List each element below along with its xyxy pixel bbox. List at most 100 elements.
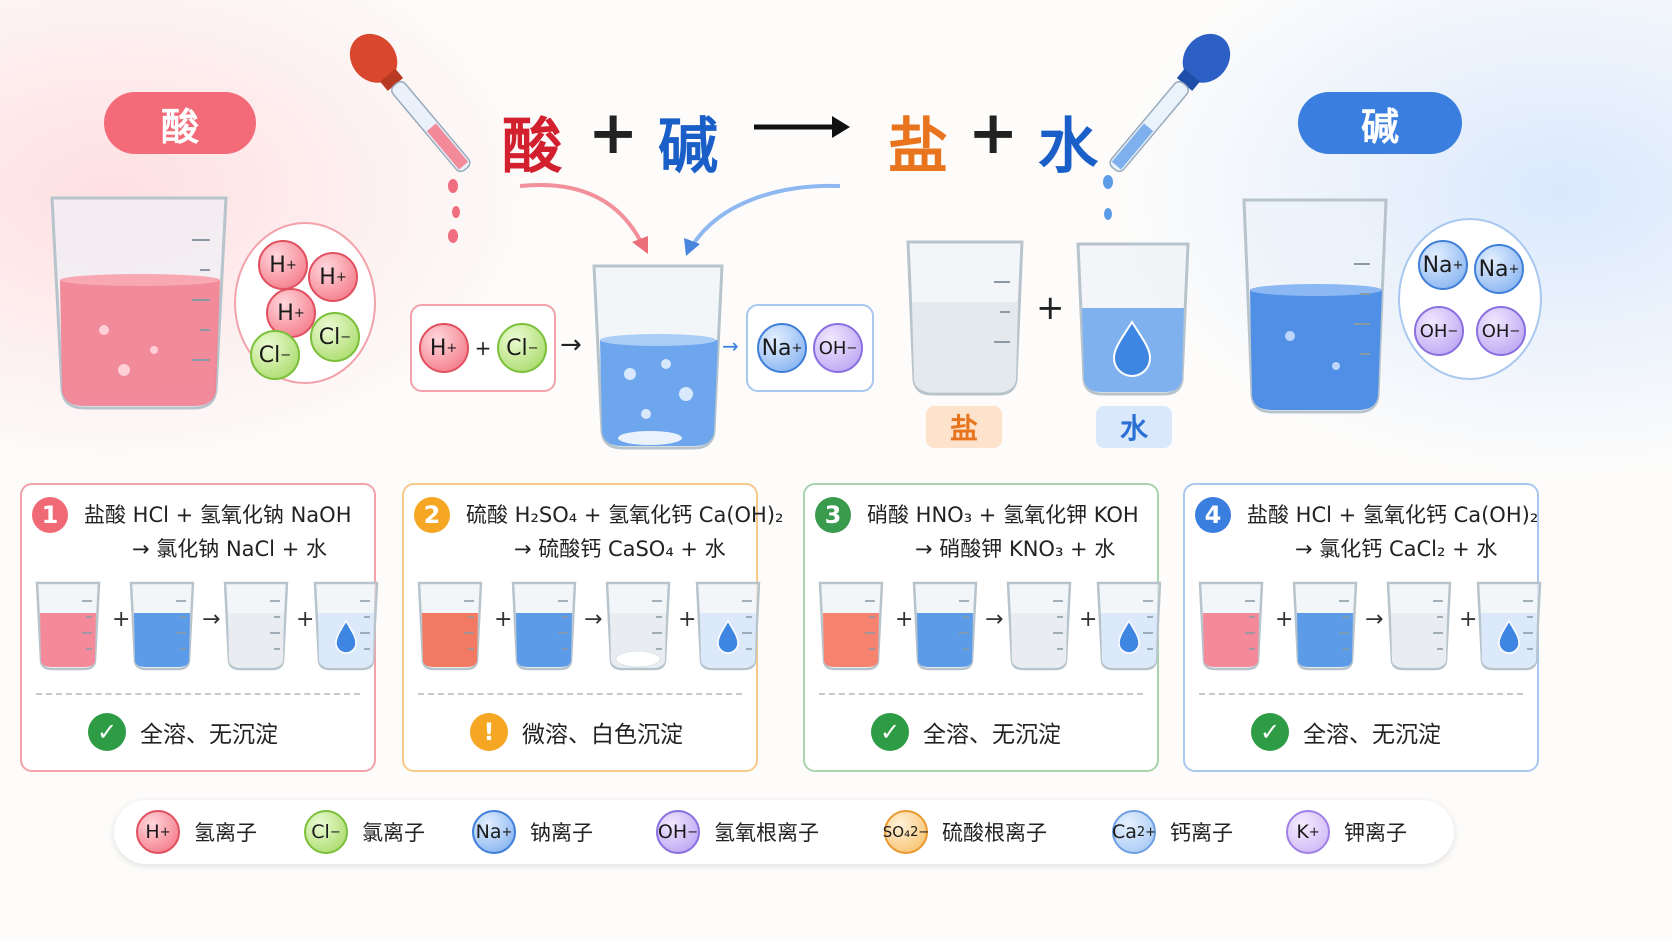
card-beaker-row: + → + bbox=[1195, 577, 1542, 677]
legend-item-3: Na+钠离子 bbox=[472, 810, 593, 854]
mini-salt-beaker bbox=[1005, 577, 1073, 677]
base-ion-box: Na+ OH− bbox=[746, 304, 874, 392]
check-icon: ✓ bbox=[871, 713, 909, 751]
card-number-badge: 3 bbox=[815, 497, 851, 533]
mini-base-beaker bbox=[911, 577, 979, 677]
equation-salt: 盐 bbox=[888, 112, 948, 182]
card-beaker-row: +→+ bbox=[815, 577, 1162, 677]
products-plus: + bbox=[1036, 288, 1065, 328]
mid-ion-oh: OH− bbox=[813, 323, 863, 373]
water-tag: 水 bbox=[1096, 406, 1172, 448]
mid-ion-h: H+ bbox=[418, 323, 469, 373]
card-products: → 硝酸钾 KNO₃ + 水 bbox=[915, 537, 1116, 561]
acid-ion-box: H+ + Cl− bbox=[410, 304, 556, 392]
mini-water-beaker bbox=[1475, 577, 1543, 677]
mini-arrow: → bbox=[1365, 607, 1384, 632]
mini-plus-2: + bbox=[296, 607, 315, 632]
mini-acid-beaker bbox=[416, 577, 484, 677]
acid-ion-cl-1: Cl− bbox=[250, 330, 300, 380]
mid-ion-cl: Cl− bbox=[497, 323, 548, 373]
base-ion-circle bbox=[1398, 218, 1542, 380]
equation-plus-1: + bbox=[588, 98, 639, 168]
base-ion-oh-1: OH− bbox=[1414, 306, 1464, 356]
mini-arrow: → bbox=[202, 607, 221, 632]
mini-plus-1: + bbox=[494, 607, 513, 632]
card-reactants: 硫酸 H₂SO₄ + 氢氧化钙 Ca(OH)₂ bbox=[466, 503, 784, 527]
base-ion-na-2: Na+ bbox=[1474, 244, 1524, 294]
check-icon: ✓ bbox=[1251, 713, 1289, 751]
card-status: ! 微溶、白色沉淀 bbox=[470, 713, 683, 751]
card-reactants: 盐酸 HCl + 氢氧化钙 Ca(OH)₂ bbox=[1247, 503, 1539, 527]
card-products: → 氯化钙 CaCl₂ + 水 bbox=[1295, 537, 1498, 561]
card-status: ✓全溶、无沉淀 bbox=[88, 713, 278, 751]
mini-base-beaker bbox=[510, 577, 578, 677]
mid-ion-na: Na+ bbox=[757, 323, 807, 373]
mini-arrow: → bbox=[985, 607, 1004, 632]
mini-acid-beaker bbox=[817, 577, 885, 677]
mini-salt-beaker bbox=[604, 577, 672, 677]
water-beaker bbox=[1076, 242, 1190, 396]
base-ion-oh-2: OH− bbox=[1476, 306, 1526, 356]
salt-tag: 盐 bbox=[926, 406, 1002, 448]
mini-arrow: → bbox=[584, 607, 603, 632]
mini-water-beaker bbox=[1095, 577, 1163, 677]
acid-ion-h-3: H+ bbox=[266, 288, 316, 338]
acid-beaker bbox=[50, 196, 228, 410]
mini-water-beaker bbox=[694, 577, 762, 677]
mini-plus-1: + bbox=[895, 607, 914, 632]
card-number-badge: 4 bbox=[1195, 497, 1231, 533]
mini-base-beaker bbox=[128, 577, 196, 677]
legend-ion-name: 钙离子 bbox=[1170, 821, 1233, 845]
exclamation-icon: ! bbox=[470, 713, 508, 751]
legend-ion-icon: H+ bbox=[136, 810, 180, 854]
legend-ion-icon: Cl− bbox=[304, 810, 348, 854]
card-status-text: 微溶、白色沉淀 bbox=[522, 722, 683, 748]
mini-plus-2: + bbox=[1459, 607, 1478, 632]
card-divider bbox=[36, 693, 360, 695]
card-divider bbox=[1199, 693, 1523, 695]
acid-dropper-icon bbox=[349, 33, 471, 243]
acid-ion-cl-2: Cl− bbox=[310, 312, 360, 362]
card-number-badge: 2 bbox=[414, 497, 450, 533]
card-status-text: 全溶、无沉淀 bbox=[923, 722, 1061, 748]
legend-ion-icon: K+ bbox=[1286, 810, 1330, 854]
equation-water: 水 bbox=[1038, 112, 1098, 182]
salt-beaker bbox=[906, 240, 1024, 396]
base-ion-na-1: Na+ bbox=[1418, 240, 1468, 290]
card-beaker-row: +→+ bbox=[414, 577, 761, 677]
legend-ion-name: 氢氧根离子 bbox=[714, 821, 819, 845]
card-products: → 硫酸钙 CaSO₄ + 水 bbox=[514, 537, 726, 561]
card-divider bbox=[819, 693, 1143, 695]
legend-ion-icon: OH− bbox=[656, 810, 700, 854]
acid-ion-h-1: H+ bbox=[258, 240, 308, 290]
mini-acid-beaker bbox=[34, 577, 102, 677]
card-reactants: 硝酸 HNO₃ + 氢氧化钾 KOH bbox=[867, 503, 1139, 527]
mid-arrow-right: → bbox=[722, 334, 739, 358]
legend-ion-name: 硫酸根离子 bbox=[942, 821, 1047, 845]
legend-ion-name: 氯离子 bbox=[362, 821, 425, 845]
equation-plus-2: + bbox=[968, 98, 1019, 168]
mini-water-beaker bbox=[312, 577, 380, 677]
legend-ion-name: 氢离子 bbox=[194, 821, 257, 845]
mini-plus-1: + bbox=[1275, 607, 1294, 632]
equation-arrow-icon bbox=[754, 116, 850, 138]
legend-item-4: OH− 氢氧根离子 bbox=[656, 810, 819, 854]
base-dropper-icon bbox=[1103, 33, 1231, 220]
legend-ion-name: 钾离子 bbox=[1344, 821, 1407, 845]
base-label: 碱 bbox=[1298, 92, 1462, 154]
mini-salt-beaker bbox=[222, 577, 290, 677]
acid-flow-arrow-icon bbox=[519, 183, 648, 254]
card-products: → 氯化钠 NaCl + 水 bbox=[132, 537, 327, 561]
card-divider bbox=[418, 693, 742, 695]
equation-base: 碱 bbox=[658, 112, 718, 182]
base-beaker bbox=[1242, 198, 1388, 414]
card-beaker-row: +→+ bbox=[32, 577, 379, 677]
legend-item-1: H+ 氢离子 bbox=[136, 810, 257, 854]
